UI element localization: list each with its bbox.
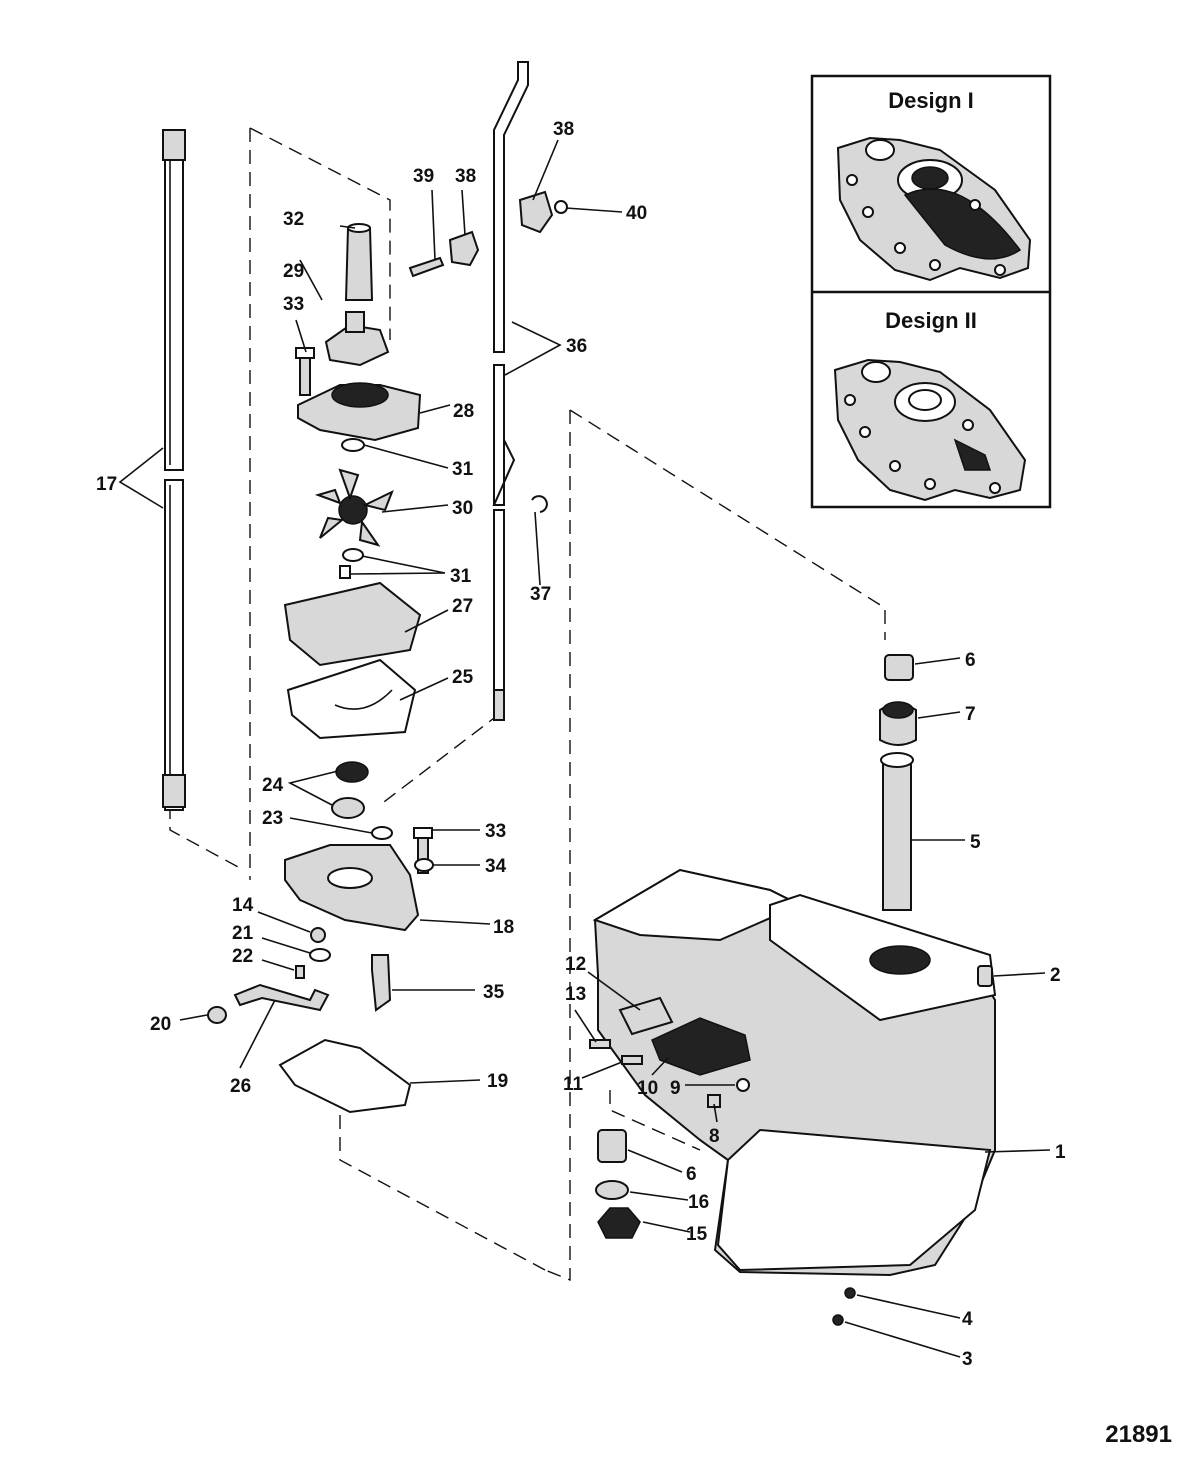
- impeller-30: [314, 468, 394, 547]
- leader-lines: [118, 139, 1051, 1358]
- figure-id: 21891: [1105, 1421, 1172, 1448]
- callout-23: 23: [262, 808, 283, 829]
- callout-29: 29: [283, 261, 304, 282]
- screen-10: [651, 1017, 751, 1076]
- callout-37: 37: [530, 584, 551, 605]
- screw-33: [299, 354, 311, 396]
- callout-38-left: 38: [455, 166, 476, 187]
- callout-16: 16: [688, 1192, 709, 1213]
- callout-2: 2: [1050, 965, 1061, 986]
- callout-38-right: 38: [553, 119, 574, 140]
- callout-3: 3: [962, 1349, 973, 1370]
- shift-parts: [408, 190, 568, 513]
- gear-housing-parts: [589, 654, 993, 1326]
- design-1-water-pump-base: [836, 136, 1032, 282]
- callout-17: 17: [96, 474, 117, 495]
- callout-1: 1: [1055, 1142, 1066, 1163]
- callout-39: 39: [413, 166, 434, 187]
- callout-35: 35: [483, 982, 505, 1003]
- bushing-6: [884, 654, 914, 681]
- shift-clamp-38b: [518, 190, 554, 234]
- callout-14: 14: [232, 895, 254, 916]
- design-1-title: Design I: [888, 88, 974, 113]
- callout-10: 10: [637, 1078, 658, 1099]
- callout-34: 34: [485, 856, 507, 877]
- callout-8: 8: [709, 1126, 720, 1147]
- callout-27: 27: [452, 596, 473, 617]
- tube-5: [882, 759, 912, 911]
- callout-19: 19: [487, 1071, 508, 1092]
- shift-shaft: [492, 61, 529, 721]
- callout-21: 21: [232, 923, 254, 944]
- plate-27: [283, 581, 422, 667]
- pinion-gear-15: [597, 1207, 641, 1239]
- pin-2: [977, 965, 993, 987]
- callout-20: 20: [150, 1014, 171, 1035]
- callout-31-top: 31: [452, 459, 474, 480]
- water-pump-stack: [207, 223, 434, 1114]
- callout-13: 13: [565, 984, 586, 1005]
- design-inset: Design I Design II: [810, 74, 1052, 509]
- callout-33-bottom: 33: [485, 821, 506, 842]
- callout-24: 24: [262, 775, 284, 796]
- callout-33-top: 33: [283, 294, 304, 315]
- e-ring-37: [531, 495, 548, 513]
- water-tube-32: [344, 227, 374, 301]
- shift-clamp-38: [448, 230, 480, 267]
- callout-9: 9: [670, 1078, 681, 1099]
- callout-40: 40: [626, 203, 647, 224]
- callout-25: 25: [452, 667, 474, 688]
- insert-35: [371, 954, 392, 1012]
- callout-15: 15: [686, 1224, 708, 1245]
- callout-22: 22: [232, 946, 253, 967]
- callout-36: 36: [566, 336, 587, 357]
- callout-4: 4: [962, 1309, 973, 1330]
- drive-shaft: [162, 129, 186, 811]
- design-2-title: Design II: [885, 308, 977, 333]
- callout-6-top: 6: [965, 650, 976, 671]
- gasket-19: [278, 1038, 412, 1114]
- callout-18: 18: [493, 917, 514, 938]
- water-tube-26: [233, 983, 330, 1012]
- gasket-25: [286, 658, 417, 740]
- design-2-water-pump-base: [833, 358, 1027, 502]
- callout-30: 30: [452, 498, 473, 519]
- callout-32: 32: [283, 209, 304, 230]
- callout-labels: 17 36 32 29 33 28 31 30 31 27 25 24 23 3…: [96, 119, 1066, 1370]
- callout-11: 11: [563, 1074, 584, 1095]
- callout-5: 5: [970, 832, 981, 853]
- callout-12: 12: [565, 954, 586, 975]
- callout-28: 28: [453, 401, 474, 422]
- callout-31-bottom: 31: [450, 566, 472, 587]
- gear-housing: [592, 868, 997, 1277]
- callout-26: 26: [230, 1076, 251, 1097]
- nut-40: [554, 200, 568, 214]
- screw-39: [408, 256, 445, 278]
- callout-7: 7: [965, 704, 976, 725]
- plate-12: [618, 996, 674, 1036]
- callout-6-bottom: 6: [686, 1164, 697, 1185]
